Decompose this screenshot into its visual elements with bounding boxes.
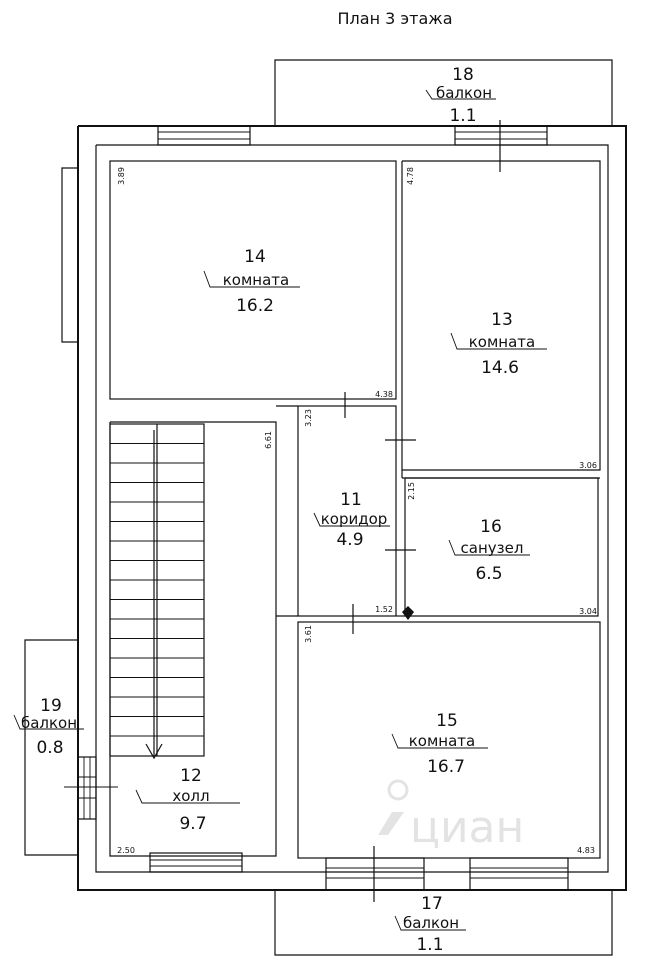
plan-title: План 3 этажа: [338, 9, 453, 28]
svg-text:комната: комната: [469, 333, 535, 351]
dim-4-78: 4.78: [406, 167, 415, 185]
window-room-15-right: [469, 857, 569, 891]
svg-text:14.6: 14.6: [481, 358, 519, 378]
svg-text:коридор: коридор: [321, 510, 388, 528]
staircase: [109, 423, 205, 760]
svg-text:балкон: балкон: [436, 84, 492, 102]
room-11-outline: [297, 405, 397, 617]
svg-text:16.2: 16.2: [236, 296, 274, 316]
room-12-label: 12 холл 9.7: [135, 766, 240, 834]
dim-3-06: 3.06: [579, 461, 597, 470]
window-hall-12: [149, 852, 243, 873]
door-marks: [344, 120, 501, 902]
dim-3-61: 3.61: [304, 625, 313, 643]
dim-2-15: 2.15: [407, 482, 416, 500]
windows: [64, 125, 569, 891]
svg-text:балкон: балкон: [403, 914, 459, 932]
room-16-label: 16 санузел 6.5: [448, 517, 530, 584]
svg-text:16.7: 16.7: [427, 757, 465, 777]
room-14-label: 14 комната 16.2: [203, 247, 300, 316]
room-18-label: 18 балкон 1.1: [425, 65, 496, 126]
svg-text:18: 18: [452, 65, 474, 85]
svg-text:16: 16: [480, 517, 502, 537]
room-17-label: 17 балкон 1.1: [394, 894, 466, 955]
svg-text:балкон: балкон: [21, 714, 77, 732]
svg-text:14: 14: [244, 247, 266, 267]
svg-text:17: 17: [421, 894, 443, 914]
watermark: циан: [378, 779, 524, 853]
window-room-15-left: [325, 857, 425, 891]
svg-text:13: 13: [491, 310, 513, 330]
watermark-text: циан: [410, 802, 524, 853]
dim-4-38: 4.38: [375, 390, 393, 399]
svg-text:15: 15: [436, 711, 458, 731]
balcony-19-outline: [24, 639, 78, 856]
window-room-14: [157, 125, 251, 146]
dim-1-52: 1.52: [375, 605, 393, 614]
dim-3-89: 3.89: [117, 167, 126, 185]
svg-text:6.5: 6.5: [475, 564, 502, 584]
dimension-labels: 3.89 4.78 4.38 3.23 6.61 3.06 2.15 1.52 …: [117, 167, 597, 855]
svg-text:12: 12: [180, 766, 202, 786]
svg-text:1.1: 1.1: [416, 935, 443, 955]
dim-3-04: 3.04: [579, 607, 597, 616]
svg-text:комната: комната: [409, 732, 475, 750]
room-13-label: 13 комната 14.6: [450, 310, 547, 378]
svg-text:4.9: 4.9: [336, 530, 363, 550]
balcony-18-outline: [274, 59, 613, 126]
svg-text:холл: холл: [172, 787, 209, 805]
room-11-label: 11 коридор 4.9: [313, 490, 390, 550]
dim-6-61: 6.61: [264, 431, 273, 449]
room-15-outline: [297, 621, 601, 859]
dim-4-83: 4.83: [577, 846, 595, 855]
window-room-13: [454, 125, 548, 146]
svg-text:0.8: 0.8: [36, 738, 63, 758]
svg-text:11: 11: [340, 490, 362, 510]
room-15-label: 15 комната 16.7: [391, 711, 488, 777]
svg-text:1.1: 1.1: [449, 106, 476, 126]
dim-2-50: 2.50: [117, 846, 135, 855]
room-16-outline: [404, 477, 599, 617]
pipe-marker: [402, 606, 414, 620]
room-13-outline: [401, 160, 601, 471]
room-14-outline: [109, 160, 397, 400]
dim-3-23: 3.23: [304, 409, 313, 427]
svg-text:19: 19: [40, 696, 62, 716]
window-balcony-19: [64, 756, 118, 820]
balcony-17-outline: [274, 890, 613, 956]
svg-text:санузел: санузел: [461, 539, 524, 557]
svg-text:9.7: 9.7: [179, 814, 206, 834]
svg-text:комната: комната: [223, 271, 289, 289]
room-19-label: 19 балкон 0.8: [13, 696, 84, 758]
